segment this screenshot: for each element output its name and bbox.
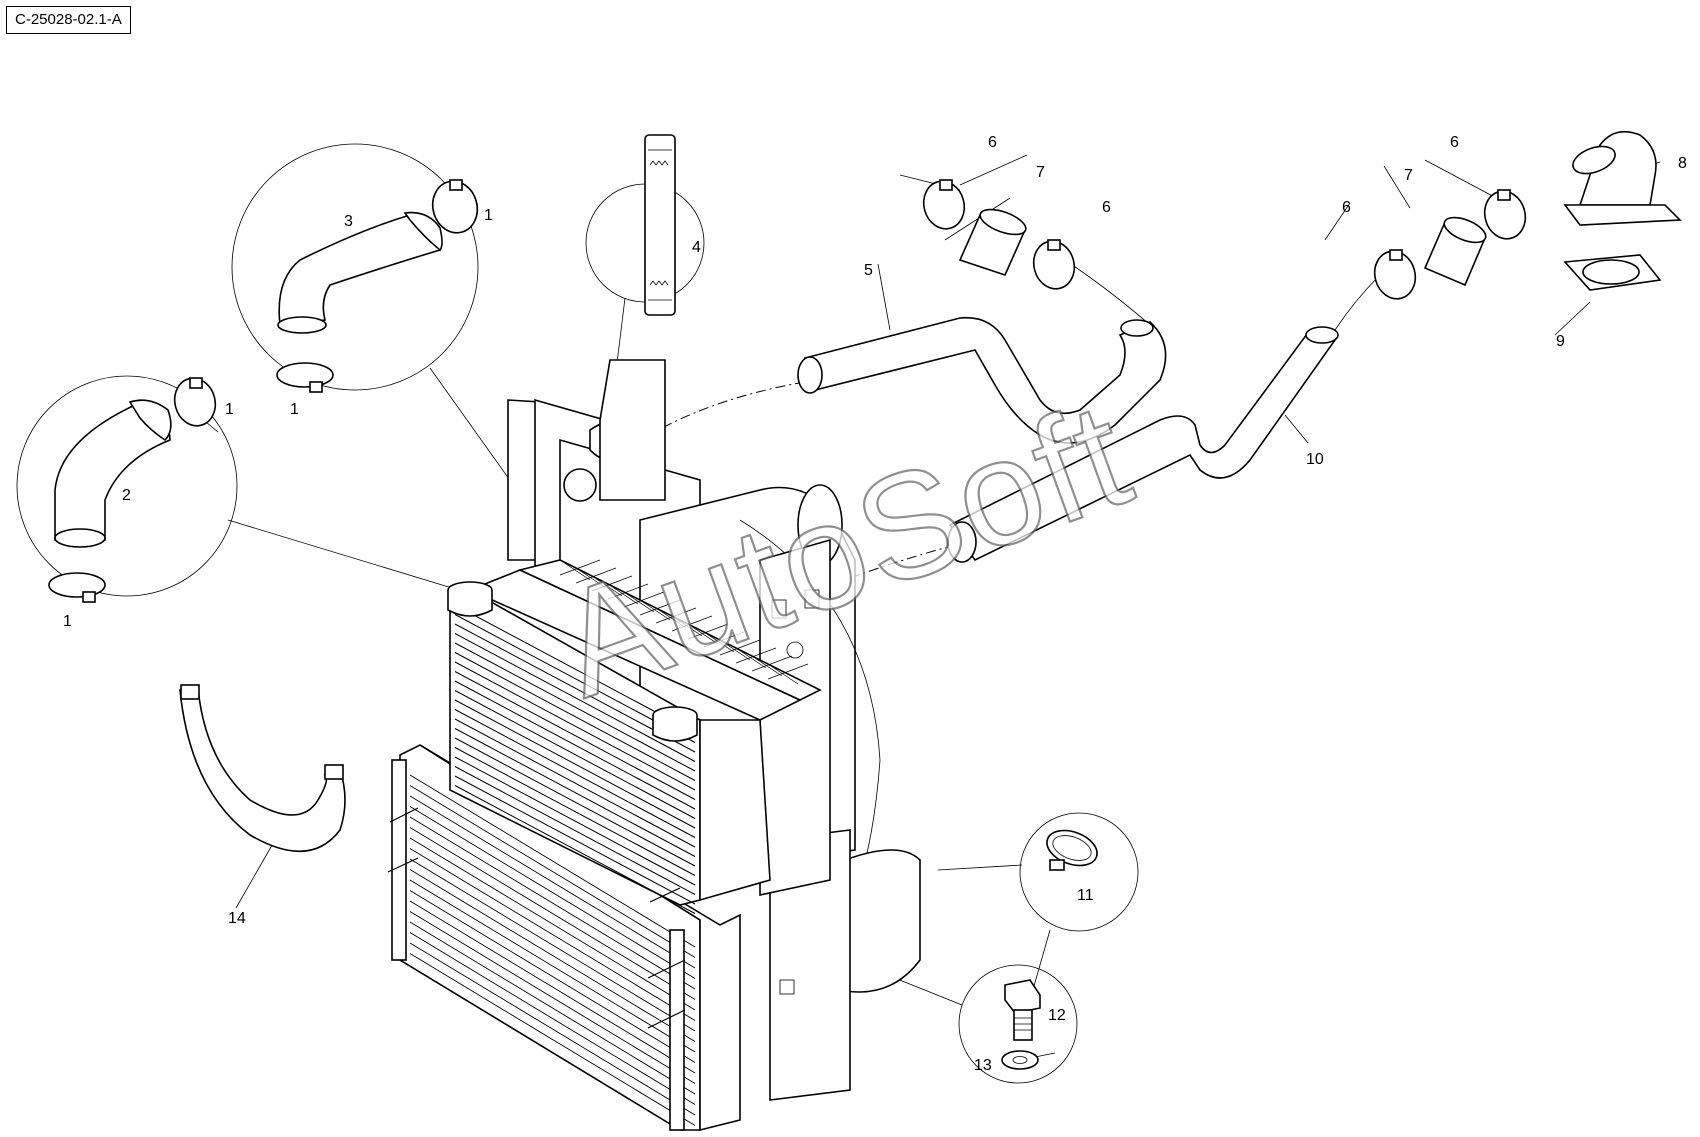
callout-1: 1 xyxy=(484,207,493,224)
detail-circle-hose-2 xyxy=(16,375,238,597)
callout-14: 14 xyxy=(228,910,246,927)
lower-radiator-core xyxy=(391,744,741,1132)
hose-14 xyxy=(179,684,346,853)
callout-5: 5 xyxy=(864,262,873,279)
pipe-10 xyxy=(947,326,1339,563)
detail-circle-hose-3 xyxy=(231,143,479,391)
hose-clamps xyxy=(48,179,1527,603)
detail-circle-clamp-11 xyxy=(1019,812,1139,932)
callout-2: 2 xyxy=(122,487,131,504)
sleeves-7 xyxy=(958,208,1487,287)
clamp-6a xyxy=(922,179,966,230)
clamp-1b xyxy=(173,377,217,427)
callout-6: 6 xyxy=(1450,134,1459,151)
callout-labels: 1 1 1 1 2 3 4 5 6 6 6 6 7 7 8 9 10 11 12… xyxy=(63,134,1687,1074)
charge-air-cooler xyxy=(387,559,822,1029)
washer-13 xyxy=(1001,1050,1039,1070)
pipe-5 xyxy=(797,316,1167,444)
clamp-1c xyxy=(276,362,334,393)
clamp-6b xyxy=(1032,239,1076,290)
callout-4: 4 xyxy=(692,239,701,256)
drawing-reference-code: C-25028-02.1-A xyxy=(6,6,131,34)
callout-11: 11 xyxy=(1077,887,1094,904)
bolt-12 xyxy=(1004,979,1041,1041)
callout-12: 12 xyxy=(1048,1007,1066,1024)
clamp-1a xyxy=(431,179,479,234)
clamp-1d xyxy=(48,572,106,603)
hose-elbow-2 xyxy=(54,398,172,548)
seal-strip-4 xyxy=(644,134,676,316)
callout-7: 7 xyxy=(1404,167,1413,184)
callout-7: 7 xyxy=(1036,164,1045,181)
callout-6: 6 xyxy=(988,134,997,151)
callout-6: 6 xyxy=(1102,199,1111,216)
clamp-6c xyxy=(1373,249,1417,300)
detail-circle-bolt-12 xyxy=(958,964,1078,1084)
gasket-9 xyxy=(1563,254,1662,291)
callout-8: 8 xyxy=(1678,155,1687,172)
callout-6: 6 xyxy=(1342,199,1351,216)
clamp-6d xyxy=(1483,189,1527,240)
callout-10: 10 xyxy=(1306,451,1324,468)
callout-9: 9 xyxy=(1556,333,1565,350)
hose-elbow-3 xyxy=(277,211,443,334)
callout-1: 1 xyxy=(225,401,234,418)
callout-3: 3 xyxy=(344,213,353,230)
clamp-11 xyxy=(1046,829,1098,871)
callout-13: 13 xyxy=(974,1057,992,1074)
callout-1: 1 xyxy=(290,401,299,418)
elbow-flange-8 xyxy=(1563,130,1682,226)
callout-1: 1 xyxy=(63,613,72,630)
